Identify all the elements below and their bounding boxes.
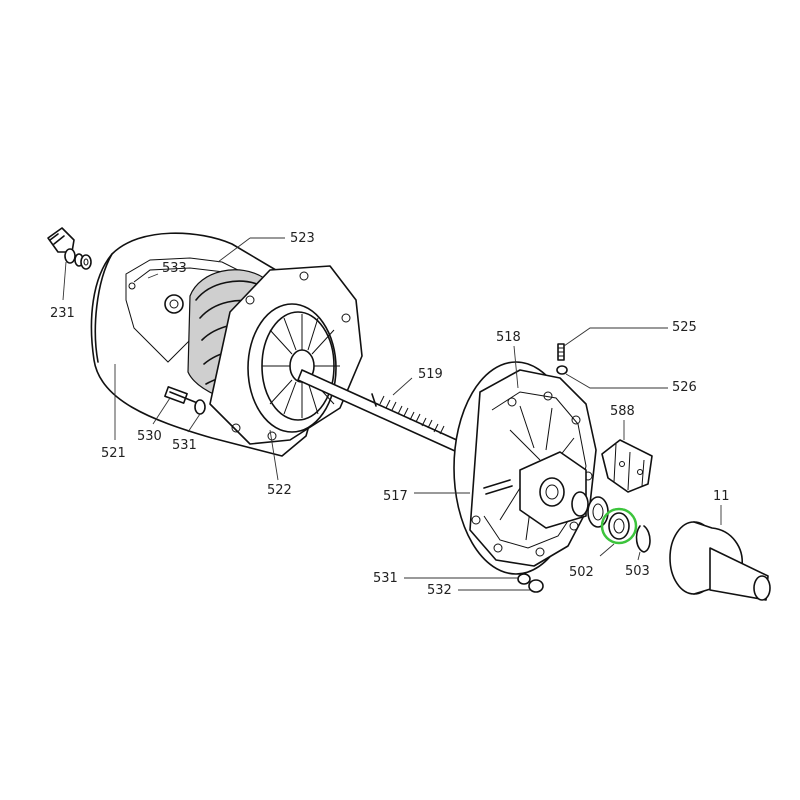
callout-531-lower: 531	[373, 571, 398, 586]
callout-588: 588	[610, 404, 635, 419]
callout-518: 518	[496, 330, 521, 345]
part-502-seal-ring[interactable]	[600, 507, 638, 545]
part-231-elbow-fitting[interactable]	[47, 227, 92, 270]
callout-523: 523	[290, 231, 315, 246]
callout-531-upper: 531	[172, 438, 197, 453]
callout-503: 503	[625, 564, 650, 579]
part-518-end-cover[interactable]	[453, 361, 597, 575]
part-532-washer-lower[interactable]	[528, 579, 544, 593]
callout-517: 517	[383, 489, 408, 504]
part-522-flange-fan[interactable]	[209, 265, 363, 445]
part-11-stub-shaft[interactable]	[669, 521, 771, 601]
callout-532: 532	[427, 583, 452, 598]
part-588-bracket[interactable]	[601, 439, 653, 493]
callout-502: 502	[569, 565, 594, 580]
part-525-pin[interactable]	[557, 343, 565, 361]
callout-11: 11	[713, 489, 730, 504]
callout-521: 521	[101, 446, 126, 461]
callout-525: 525	[672, 320, 697, 335]
callout-530: 530	[137, 429, 162, 444]
part-503-circlip[interactable]	[635, 525, 651, 553]
highlight-circle	[600, 507, 638, 545]
callout-533: 533	[162, 261, 187, 276]
part-531-washer[interactable]	[194, 399, 206, 415]
part-526-nut[interactable]	[556, 365, 568, 375]
part-531-nut-lower[interactable]	[517, 573, 531, 585]
callout-519: 519	[418, 367, 443, 382]
callout-522: 522	[267, 483, 292, 498]
callout-526: 526	[672, 380, 697, 395]
part-530-screw[interactable]	[164, 386, 201, 405]
callout-231: 231	[50, 306, 75, 321]
